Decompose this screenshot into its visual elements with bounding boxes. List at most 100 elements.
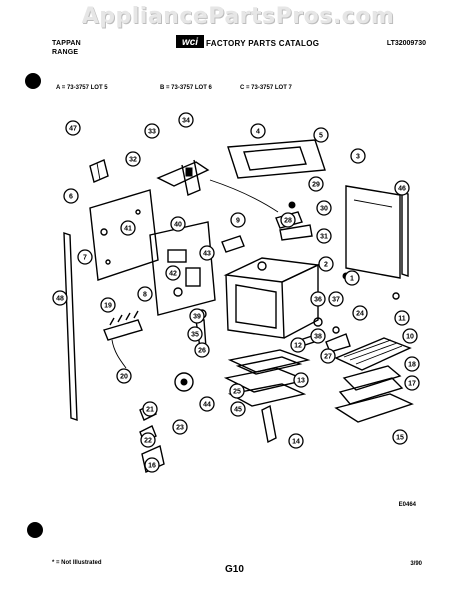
part-callout-26: 26 bbox=[194, 342, 210, 358]
part-callout-label: 34 bbox=[182, 118, 190, 125]
product-type: RANGE bbox=[52, 49, 79, 56]
control-knob bbox=[174, 372, 194, 392]
part-callout-label: 43 bbox=[203, 251, 211, 258]
figure-code: E0464 bbox=[398, 502, 416, 508]
part-callout-43: 43 bbox=[199, 245, 215, 261]
part-callout-45: 45 bbox=[230, 401, 246, 417]
part-callout-label: 35 bbox=[191, 332, 199, 339]
binder-hole-bottom bbox=[27, 522, 43, 538]
part-callout-19: 19 bbox=[100, 297, 116, 313]
part-callout-11: 11 bbox=[394, 310, 410, 326]
footnote: * = Not Illustrated bbox=[52, 560, 102, 566]
part-callout-label: 24 bbox=[356, 311, 364, 318]
burner-element bbox=[103, 310, 143, 369]
part-callout-label: 31 bbox=[320, 234, 328, 241]
lot-b-label: B = 73-3757 LOT 6 bbox=[160, 85, 212, 91]
part-callout-label: 13 bbox=[297, 378, 305, 385]
catalog-title: FACTORY PARTS CATALOG bbox=[206, 39, 320, 48]
part-callout-46: 46 bbox=[394, 180, 410, 196]
part-callout-48: 48 bbox=[52, 290, 68, 306]
part-callout-30: 30 bbox=[316, 200, 332, 216]
part-callout-label: 36 bbox=[314, 297, 322, 304]
oven-rack bbox=[334, 337, 412, 371]
part-callout-5: 5 bbox=[313, 127, 329, 143]
part-callout-17: 17 bbox=[404, 375, 420, 391]
part-callout-label: 23 bbox=[176, 425, 184, 432]
part-callout-label: 27 bbox=[324, 354, 332, 361]
part-callout-20: 20 bbox=[116, 368, 132, 384]
part-callout-13: 13 bbox=[293, 372, 309, 388]
part-callout-14: 14 bbox=[288, 433, 304, 449]
part-callout-16: 16 bbox=[144, 457, 160, 473]
revision-date: 3/90 bbox=[410, 561, 422, 567]
part-callout-label: 20 bbox=[120, 374, 128, 381]
part-callout-15: 15 bbox=[392, 429, 408, 445]
part-callout-1: 1 bbox=[344, 270, 360, 286]
part-callout-label: 18 bbox=[408, 362, 416, 369]
brand-name: TAPPAN bbox=[52, 40, 81, 47]
binder-hole-top bbox=[25, 73, 41, 89]
part-callout-37: 37 bbox=[328, 291, 344, 307]
part-callout-label: 39 bbox=[193, 314, 201, 321]
part-callout-27: 27 bbox=[320, 348, 336, 364]
catalog-number: LT32009730 bbox=[386, 40, 426, 47]
part-callout-label: 42 bbox=[169, 271, 177, 278]
back-panel bbox=[89, 189, 159, 281]
igniter-parts bbox=[209, 179, 313, 241]
part-callout-34: 34 bbox=[178, 112, 194, 128]
part-callout-label: 48 bbox=[56, 296, 64, 303]
part-callout-12: 12 bbox=[290, 337, 306, 353]
part-callout-25: 25 bbox=[229, 383, 245, 399]
part-callout-7: 7 bbox=[77, 249, 93, 265]
part-callout-39: 39 bbox=[189, 308, 205, 324]
front-trim bbox=[63, 232, 78, 421]
part-callout-9: 9 bbox=[230, 212, 246, 228]
part-callout-label: 21 bbox=[146, 407, 154, 414]
part-callout-35: 35 bbox=[187, 326, 203, 342]
broiler-drawer bbox=[223, 349, 311, 407]
door-handle bbox=[261, 404, 277, 444]
part-callout-label: 47 bbox=[69, 126, 77, 133]
part-callout-label: 46 bbox=[398, 186, 406, 193]
part-callout-label: 19 bbox=[104, 303, 112, 310]
part-callout-10: 10 bbox=[402, 328, 418, 344]
part-callout-label: 7 bbox=[83, 255, 87, 262]
part-callout-44: 44 bbox=[199, 396, 215, 412]
part-callout-label: 17 bbox=[408, 381, 416, 388]
part-callout-label: 8 bbox=[143, 292, 147, 299]
part-callout-2: 2 bbox=[318, 256, 334, 272]
page-code: G10 bbox=[225, 564, 244, 575]
lot-a-label: A = 73-3757 LOT 5 bbox=[56, 85, 108, 91]
part-callout-23: 23 bbox=[172, 419, 188, 435]
part-callout-31: 31 bbox=[316, 228, 332, 244]
part-callout-label: 2 bbox=[324, 262, 328, 269]
part-callout-33: 33 bbox=[144, 123, 160, 139]
lot-c-label: C = 73-3757 LOT 7 bbox=[240, 85, 292, 91]
part-callout-label: 15 bbox=[396, 435, 404, 442]
part-callout-22: 22 bbox=[140, 432, 156, 448]
svg-text:wci: wci bbox=[182, 37, 198, 48]
part-callout-47: 47 bbox=[65, 120, 81, 136]
watermark: AppliancePartsPros.com bbox=[81, 4, 395, 29]
part-callout-label: 32 bbox=[129, 157, 137, 164]
part-callout-label: 10 bbox=[406, 334, 414, 341]
part-callout-8: 8 bbox=[137, 286, 153, 302]
part-callout-41: 41 bbox=[120, 220, 136, 236]
part-callout-label: 37 bbox=[332, 297, 340, 304]
part-callout-label: 41 bbox=[124, 226, 132, 233]
part-callout-label: 4 bbox=[256, 129, 260, 136]
part-callout-28: 28 bbox=[280, 212, 296, 228]
part-callout-label: 25 bbox=[233, 389, 241, 396]
part-callout-label: 30 bbox=[320, 206, 328, 213]
part-callout-42: 42 bbox=[165, 265, 181, 281]
hinge-bracket bbox=[89, 159, 109, 183]
part-callout-40: 40 bbox=[170, 216, 186, 232]
part-callout-24: 24 bbox=[352, 305, 368, 321]
part-callout-6: 6 bbox=[63, 188, 79, 204]
part-callout-label: 45 bbox=[234, 407, 242, 414]
part-callout-label: 44 bbox=[203, 402, 211, 409]
part-callout-label: 5 bbox=[319, 133, 323, 140]
part-callout-label: 12 bbox=[294, 343, 302, 350]
part-callout-29: 29 bbox=[308, 176, 324, 192]
wci-logo-icon: wci bbox=[176, 35, 204, 48]
